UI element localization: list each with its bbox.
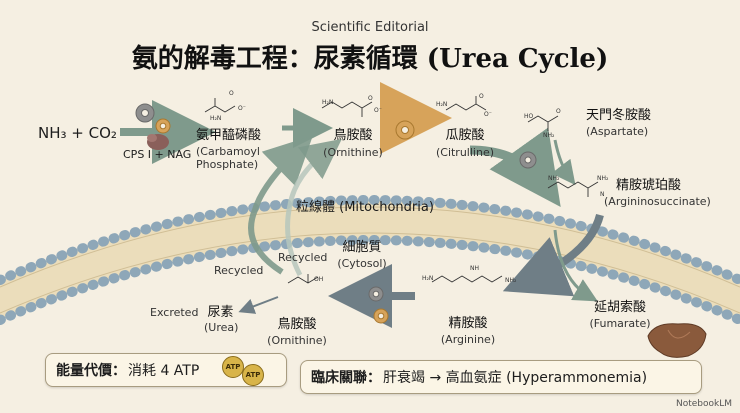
svg-text:HO: HO bbox=[524, 113, 534, 120]
recycled-arrow-right bbox=[285, 138, 342, 277]
carbamoyl-phosphate-node: 氨甲醯磷酸 (Carbamoyl Phosphate) bbox=[196, 124, 261, 171]
energy-cost-box: 能量代價： 消耗 4 ATP ATP ATP bbox=[45, 353, 287, 387]
svg-text:H₂N: H₂N bbox=[436, 101, 447, 108]
atp-icon: ATP bbox=[222, 356, 244, 378]
citrulline-zh: 瓜胺酸 bbox=[445, 128, 485, 143]
arrow-aspartate-in bbox=[551, 139, 576, 186]
arrow-argininosuccinate-to-arginine bbox=[502, 213, 604, 297]
citrulline-en: (Citrulline) bbox=[435, 146, 495, 159]
svg-text:H₂N: H₂N bbox=[422, 275, 433, 282]
fumarate-zh: 延胡索酸 bbox=[593, 300, 646, 315]
cytosol-zh: 細胞質 bbox=[342, 240, 382, 255]
svg-text:N: N bbox=[600, 191, 605, 198]
supertitle: Scientific Editorial bbox=[311, 20, 429, 35]
urea-prefix: Excreted bbox=[150, 306, 199, 319]
energy-cost-text: 消耗 4 ATP bbox=[128, 363, 200, 379]
argininosuccinate-zh: 精胺琥珀酸 bbox=[616, 178, 682, 193]
svg-text:OH: OH bbox=[314, 276, 323, 283]
arrow-to-fumarate bbox=[553, 229, 598, 302]
enzyme-icon bbox=[147, 134, 169, 150]
mitochondria-label: 粒線體 (Mitochondria) bbox=[296, 200, 434, 215]
svg-text:O: O bbox=[479, 93, 484, 100]
svg-text:NH₂: NH₂ bbox=[548, 175, 560, 182]
energy-cost-label: 能量代價： bbox=[56, 363, 126, 379]
svg-text:O⁻: O⁻ bbox=[374, 107, 382, 114]
ornithine-top-zh: 鳥胺酸 bbox=[333, 128, 373, 143]
ornithine-top-en: (Ornithine) bbox=[323, 146, 383, 159]
gear-icon bbox=[155, 118, 171, 134]
svg-text:NH₂: NH₂ bbox=[505, 277, 517, 284]
aspartate-node: 天門冬胺酸 (Aspartate) bbox=[586, 104, 651, 138]
ammonia-co2-label: NH₃ + CO₂ bbox=[38, 124, 117, 142]
aspartate-en: (Aspartate) bbox=[586, 125, 649, 138]
svg-text:H₂N: H₂N bbox=[322, 99, 333, 106]
arginine-node: 精胺酸 (Arginine) bbox=[433, 312, 503, 346]
svg-text:H₂N: H₂N bbox=[210, 115, 221, 122]
recycled-arrow-left bbox=[248, 135, 313, 275]
urea-zh: 尿素 bbox=[207, 305, 234, 320]
enzyme-label: CPS I + NAG bbox=[123, 148, 192, 161]
svg-text:O⁻: O⁻ bbox=[484, 111, 492, 118]
recycled-left-label: Recycled bbox=[214, 264, 264, 277]
urea-en: (Urea) bbox=[204, 321, 239, 334]
clinical-label: 臨床關聯： bbox=[311, 370, 381, 386]
fumarate-en: (Fumarate) bbox=[589, 317, 651, 330]
svg-text:NH₂: NH₂ bbox=[597, 175, 609, 182]
watermark-logo: NotebookLM bbox=[675, 399, 732, 409]
citrulline-node: 瓜胺酸 (Citrulline) bbox=[430, 124, 500, 159]
carbamoyl-phosphate-en2: Phosphate) bbox=[196, 158, 259, 171]
carbamoyl-phosphate-zh: 氨甲醯磷酸 bbox=[196, 128, 262, 143]
molecule-structure bbox=[204, 96, 599, 284]
svg-text:NH₂: NH₂ bbox=[543, 132, 555, 139]
liver-icon bbox=[647, 323, 707, 358]
urea-node: Excreted 尿素 bbox=[150, 301, 234, 320]
aspartate-zh: 天門冬胺酸 bbox=[586, 108, 652, 123]
arrow-to-urea bbox=[238, 296, 279, 314]
recycled-right-label: Recycled bbox=[278, 251, 328, 264]
fumarate-node: 延胡索酸 (Fumarate) bbox=[580, 296, 660, 330]
svg-text:NH: NH bbox=[470, 265, 479, 272]
page-title: 氨的解毒工程：尿素循環 (Urea Cycle) bbox=[131, 44, 609, 74]
svg-text:O⁻: O⁻ bbox=[238, 105, 246, 112]
svg-text:O: O bbox=[368, 95, 373, 102]
cytosol-label: 細胞質 (Cytosol) bbox=[330, 236, 394, 270]
carbamoyl-phosphate-en1: (Carbamoyl bbox=[196, 145, 260, 158]
arginine-zh: 精胺酸 bbox=[448, 316, 488, 331]
gear-icon bbox=[395, 120, 415, 140]
ornithine-bottom-zh: 鳥胺酸 bbox=[277, 317, 317, 332]
gear-icon bbox=[519, 151, 537, 169]
ornithine-bottom-node: 鳥胺酸 (Ornithine) bbox=[262, 313, 332, 347]
ornithine-bottom-en: (Ornithine) bbox=[267, 334, 327, 347]
svg-text:O: O bbox=[556, 108, 561, 115]
arrow-citrulline-to-argininosuccinate bbox=[469, 127, 561, 207]
svg-text:O: O bbox=[229, 90, 234, 97]
clinical-text: 肝衰竭 → 高血氨症 (Hyperammonemia) bbox=[383, 370, 648, 386]
arginine-en: (Arginine) bbox=[440, 333, 496, 346]
clinical-relevance-box: 臨床關聯： 肝衰竭 → 高血氨症 (Hyperammonemia) bbox=[300, 360, 702, 394]
cytosol-en: (Cytosol) bbox=[337, 257, 387, 270]
atp-icon: ATP bbox=[242, 364, 264, 386]
gear-icon bbox=[373, 308, 389, 324]
ornithine-top-node: 鳥胺酸 (Ornithine) bbox=[318, 124, 388, 159]
argininosuccinate-en: (Argininosuccinate) bbox=[604, 195, 711, 208]
gear-icon bbox=[135, 103, 155, 123]
gear-icon bbox=[368, 286, 384, 302]
argininosuccinate-node: 精胺琥珀酸 (Argininosuccinate) bbox=[604, 174, 711, 208]
